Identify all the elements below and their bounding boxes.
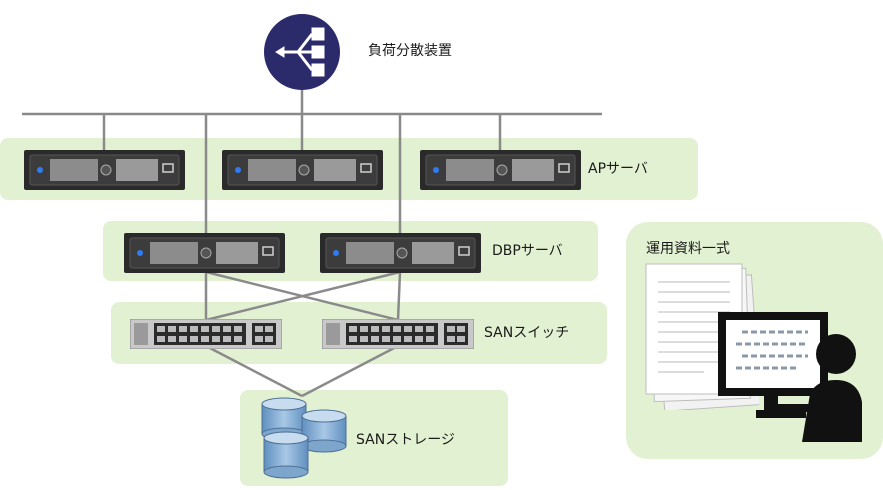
sw2-to-storage-line — [301, 344, 399, 398]
load-balancer-label: 負荷分散装置 — [368, 43, 452, 59]
load-balancer-icon — [264, 14, 340, 90]
dbp-server-2-icon — [320, 233, 481, 273]
dbp2-to-sw1-line — [205, 270, 401, 322]
ap-server-3-icon — [420, 150, 581, 190]
dbp2-to-sw2-line — [396, 271, 402, 321]
ap-server-1-icon — [24, 150, 185, 190]
dbp-server-label: DBPサーバ — [492, 243, 563, 259]
ap-server-2-icon — [222, 150, 383, 190]
ops-docs-label: 運用資料一式 — [646, 241, 730, 257]
dbp-server-1-icon — [124, 233, 285, 273]
san-switch-2-icon — [322, 319, 474, 349]
operator-at-computer-icon — [718, 312, 862, 442]
sw1-to-storage-line — [205, 344, 303, 398]
storage-disks-icon — [261, 397, 347, 479]
san-switch-label: SANスイッチ — [484, 325, 570, 341]
san-storage-label: SANストレージ — [356, 432, 455, 448]
san-switch-1-icon — [130, 319, 282, 349]
ap-server-label: APサーバ — [588, 161, 648, 177]
